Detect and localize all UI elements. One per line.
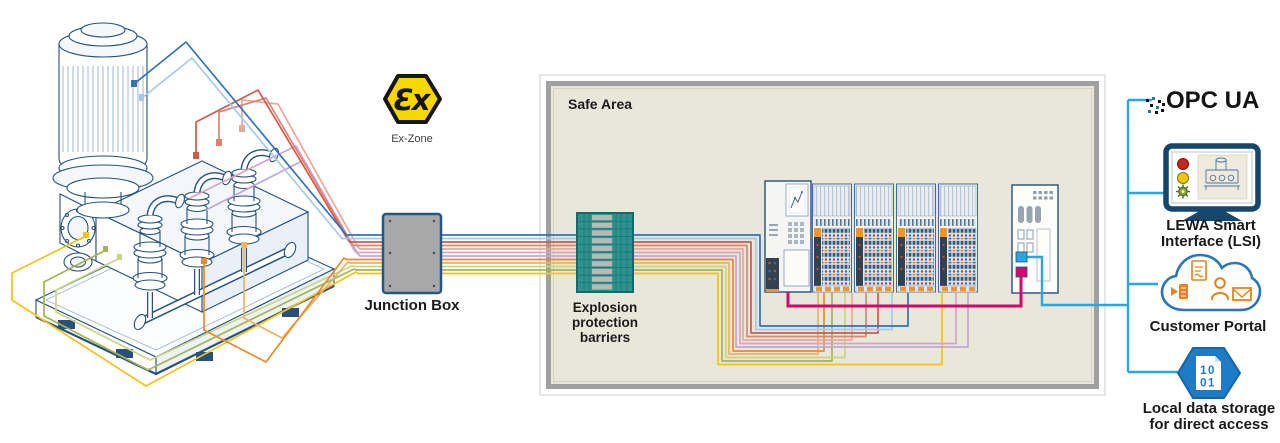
junction-box-label: Junction Box <box>364 297 460 314</box>
ex-zone-label: Ex-Zone <box>391 133 433 145</box>
media-icon <box>1171 284 1188 299</box>
cable-blue <box>133 41 909 327</box>
io-rack <box>896 183 936 293</box>
opcua-pixel-streaks <box>1146 97 1165 114</box>
barriers-label-line1: Explosion <box>572 300 638 315</box>
io-rack <box>854 183 894 293</box>
cable-red <box>195 89 879 334</box>
data-storage-icon: 10 01 <box>1177 347 1241 399</box>
industrial-pc <box>1011 184 1059 294</box>
safe-area-label: Safe Area <box>568 96 633 112</box>
junction-box <box>381 212 443 295</box>
cable-yellow <box>11 235 943 387</box>
plc-controller <box>764 180 812 293</box>
cable-orange <box>203 257 825 363</box>
ex-symbol-text: Ɛx <box>394 83 432 117</box>
plc-io-racks <box>812 183 978 293</box>
cable-lightorange <box>243 246 819 355</box>
lsi-label-line1: LEWA Smart <box>1166 217 1256 234</box>
document-icon <box>1191 260 1207 281</box>
customer-portal-label: Customer Portal <box>1149 318 1267 335</box>
storage-glyph-line2: 01 <box>1200 378 1216 390</box>
cable-olive <box>43 249 833 371</box>
magenta-cable <box>786 277 1023 308</box>
lsi-label: LEWA Smart Interface (LSI) <box>1161 218 1261 250</box>
mini-pump-sketch <box>1204 157 1240 190</box>
ex-zone-icon: Ɛx <box>383 74 442 124</box>
cable-palegreen <box>55 257 846 361</box>
pc-lan-port <box>1015 251 1028 263</box>
cyan-cable <box>1027 255 1128 307</box>
cable-lightblue <box>141 57 893 331</box>
opcua-logo: OPC UA <box>1166 87 1260 114</box>
cloud-icon <box>1160 253 1262 312</box>
explosion-barriers <box>576 212 634 293</box>
storage-glyph-line1: 10 <box>1200 365 1216 377</box>
lsi-label-line2: Interface (LSI) <box>1160 233 1262 250</box>
storage-label-line2: for direct access <box>1149 416 1269 433</box>
monitor-icon <box>1163 143 1261 221</box>
cable-salmon <box>218 97 867 338</box>
gear-icon <box>1176 184 1190 199</box>
barriers-label: Explosion protection barriers <box>572 300 638 345</box>
storage-label: Local data storage for direct access <box>1143 401 1276 433</box>
barriers-label-line3: barriers <box>579 330 631 345</box>
pc-bus-port <box>1015 266 1028 278</box>
io-rack <box>812 183 852 293</box>
person-icon <box>1211 277 1229 300</box>
envelope-icon <box>1232 287 1252 301</box>
barriers-label-line2: protection <box>572 315 638 330</box>
pump-illustration <box>34 22 336 376</box>
cable-pink <box>189 145 957 345</box>
cable-bundle <box>11 41 969 387</box>
storage-label-line1: Local data storage <box>1142 400 1276 417</box>
io-rack <box>938 183 978 293</box>
